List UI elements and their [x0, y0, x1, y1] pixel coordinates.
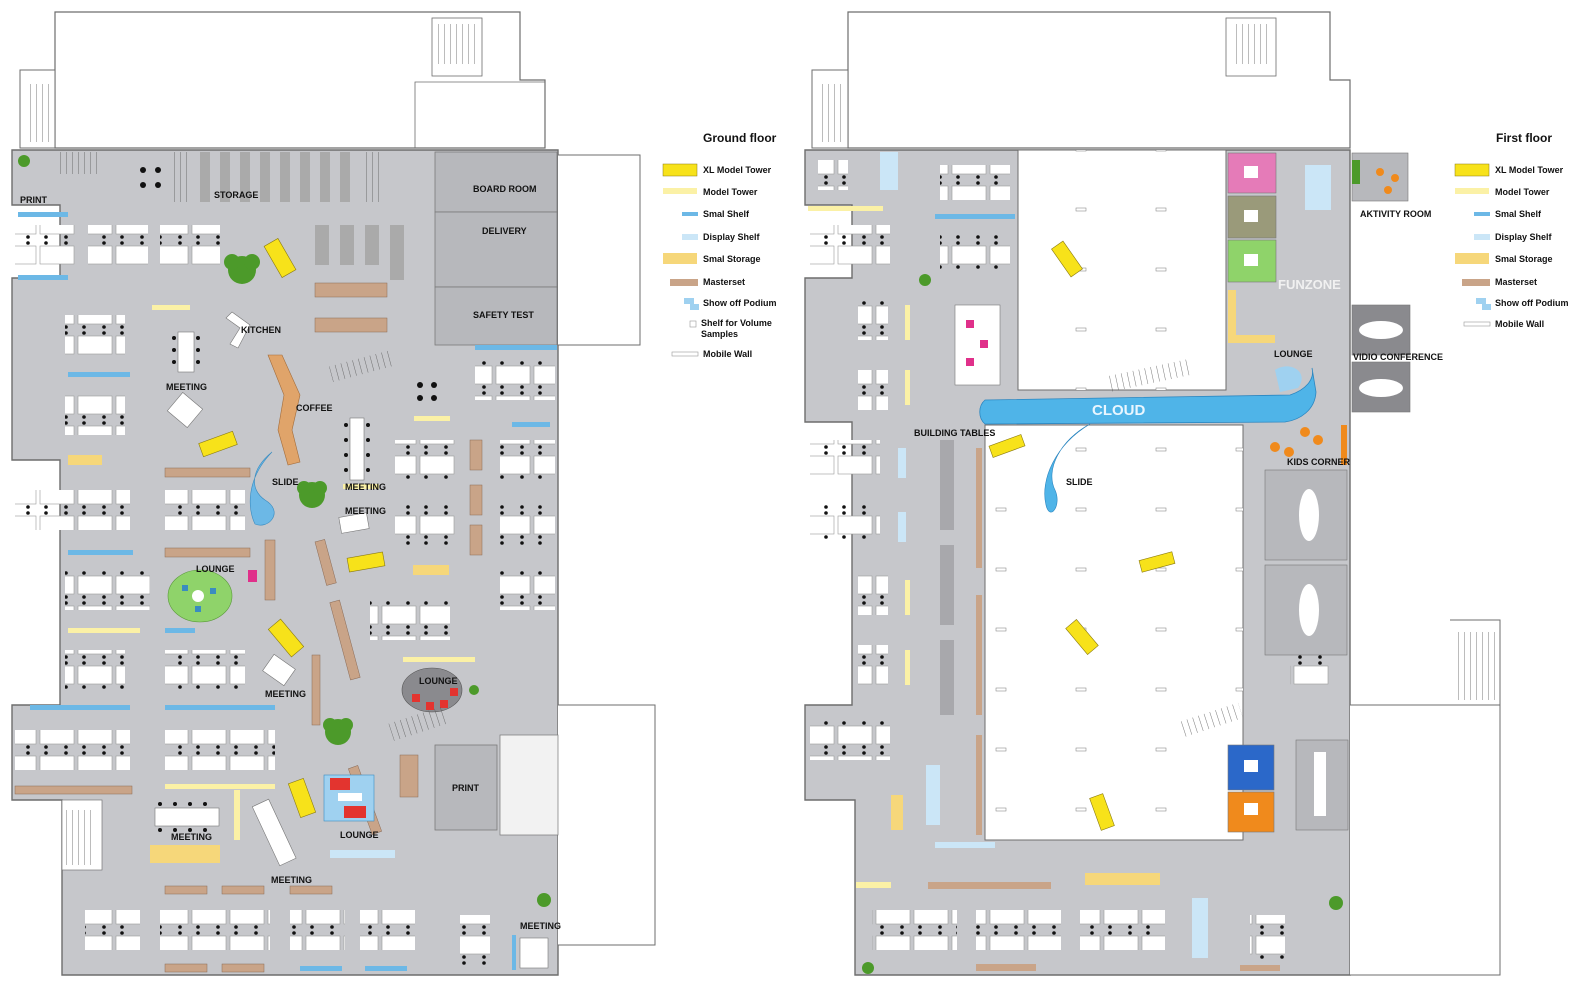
- label-lounge-first: LOUNGE: [1274, 349, 1313, 359]
- slide-first: [1044, 423, 1091, 513]
- legend2-display-shelf: Display Shelf: [1495, 232, 1553, 242]
- label-storage: STORAGE: [214, 190, 258, 200]
- label-kitchen: KITCHEN: [241, 325, 281, 335]
- legend-swatch-masterset: [670, 279, 698, 286]
- storage-shelves: [60, 152, 404, 280]
- ground-labels: PRINT STORAGE BOARD ROOM DELIVERY SAFETY…: [20, 184, 561, 931]
- print-room-bottom: [434, 744, 498, 831]
- slide-ground: [249, 451, 275, 526]
- legend2-swatch-masterset: [1462, 279, 1490, 286]
- first-desk-clusters: [810, 160, 1330, 960]
- label-meeting-7: MEETING: [520, 921, 561, 931]
- legend-model-tower: Model Tower: [703, 187, 758, 197]
- cloud-walkway: [979, 367, 1317, 425]
- legend-mobile-wall: Mobile Wall: [703, 349, 752, 359]
- delivery-room: [434, 211, 558, 288]
- legend-swatch-display-shelf: [682, 234, 698, 240]
- legend2-masterset: Masterset: [1495, 277, 1537, 287]
- model-towers: [68, 238, 475, 863]
- ground-desk-clusters: [15, 225, 555, 965]
- kids-corner-furniture: [1270, 427, 1323, 457]
- legend-swatch-mobile-wall: [671, 351, 699, 357]
- ground-floor-plan: PRINT STORAGE BOARD ROOM DELIVERY SAFETY…: [11, 11, 656, 976]
- funzone-bench: [1228, 290, 1275, 343]
- label-delivery: DELIVERY: [482, 226, 527, 236]
- legend-small-shelf: Smal Shelf: [703, 209, 750, 219]
- label-meeting-2: MEETING: [345, 482, 386, 492]
- label-coffee: COFFEE: [296, 403, 333, 413]
- kitchen-counter: [225, 311, 251, 349]
- ground-stair-top: [26, 84, 52, 142]
- legend2-swatch-small-storage: [1455, 253, 1489, 264]
- label-meeting-3: MEETING: [345, 506, 386, 516]
- legend2-mobile-wall: Mobile Wall: [1495, 319, 1544, 329]
- board-room: [434, 151, 558, 213]
- legend-swatch-podium: [684, 298, 699, 310]
- legend2-show-off-podium: Show off Podium: [1495, 298, 1569, 308]
- legend-masterset: Masterset: [703, 277, 745, 287]
- label-meeting-1: MEETING: [166, 382, 207, 392]
- label-video-conference: VIDIO CONFERENCE: [1353, 352, 1443, 362]
- first-labels: AKTIVITY ROOM FUNZONE LOUNGE VIDIO CONFE…: [914, 209, 1443, 487]
- label-print-top: PRINT: [20, 195, 48, 205]
- label-building-tables: BUILDING TABLES: [914, 428, 995, 438]
- safety-test-room: [434, 286, 558, 346]
- legend2-small-shelf: Smal Shelf: [1495, 209, 1542, 219]
- label-board-room: BOARD ROOM: [473, 184, 537, 194]
- label-slide-ground: SLIDE: [272, 477, 299, 487]
- legend2-swatch-display-shelf: [1474, 234, 1490, 240]
- label-cloud: CLOUD: [1092, 402, 1145, 419]
- legend-xl-model-tower: XL Model Tower: [703, 165, 772, 175]
- label-lounge-3: LOUNGE: [340, 830, 379, 840]
- legend2-small-storage: Smal Storage: [1495, 254, 1553, 264]
- first-floor-title: First floor: [1496, 131, 1552, 145]
- label-lounge-1: LOUNGE: [196, 564, 235, 574]
- plants-ground: [18, 155, 551, 907]
- label-activity-room: AKTIVITY ROOM: [1360, 209, 1431, 219]
- first-floor-plan: AKTIVITY ROOM FUNZONE LOUNGE VIDIO CONFE…: [804, 11, 1501, 976]
- label-funzone: FUNZONE: [1278, 277, 1341, 292]
- small-shelves: [18, 212, 557, 971]
- coffee-bar: [267, 354, 301, 466]
- legend-swatch-small-shelf: [682, 212, 698, 216]
- legend-display-shelf: Display Shelf: [703, 232, 761, 242]
- legend2-swatch-xl-model-tower: [1454, 163, 1490, 177]
- legend2-swatch-mobile-wall: [1463, 321, 1491, 327]
- activity-room: [1351, 152, 1409, 202]
- plants-first: [862, 274, 1343, 974]
- legend2-xl-model-tower: XL Model Tower: [1495, 165, 1564, 175]
- label-meeting-6: MEETING: [271, 875, 312, 885]
- label-slide-first: SLIDE: [1066, 477, 1093, 487]
- legend2-model-tower: Model Tower: [1495, 187, 1550, 197]
- legend-small-storage: Smal Storage: [703, 254, 761, 264]
- legend-volume-shelf: Shelf for Volume Samples: [701, 318, 772, 339]
- meeting-tables: [154, 331, 549, 969]
- label-meeting-4: MEETING: [265, 689, 306, 699]
- legend-show-off-podium: Show off Podium: [703, 298, 777, 308]
- ground-floor-legend: Ground floor XL Model Tower Model Tower …: [662, 131, 777, 359]
- legend-swatch-model-tower: [663, 188, 697, 194]
- label-kids-corner: KIDS CORNER: [1287, 457, 1351, 467]
- first-floor-legend: First floor XL Model Tower Model Tower S…: [1454, 131, 1569, 329]
- label-safety-test: SAFETY TEST: [473, 310, 534, 320]
- meeting-chairs: [140, 167, 437, 832]
- label-meeting-5: MEETING: [171, 832, 212, 842]
- legend2-swatch-model-tower: [1455, 188, 1489, 194]
- masterset-first: [928, 448, 1280, 971]
- label-lounge-2: LOUNGE: [419, 676, 458, 686]
- label-print-bottom: PRINT: [452, 783, 480, 793]
- legend-swatch-xl-model-tower: [662, 163, 698, 177]
- legend-swatch-small-storage: [663, 253, 697, 264]
- ground-floor-title: Ground floor: [703, 131, 777, 145]
- building-tables: [940, 440, 954, 715]
- meeting-table-first: [954, 304, 1001, 386]
- legend2-swatch-podium: [1476, 298, 1491, 310]
- first-shelves: [808, 152, 1331, 958]
- legend-swatch-volume-shelf: [689, 320, 697, 328]
- legend2-swatch-small-shelf: [1474, 212, 1490, 216]
